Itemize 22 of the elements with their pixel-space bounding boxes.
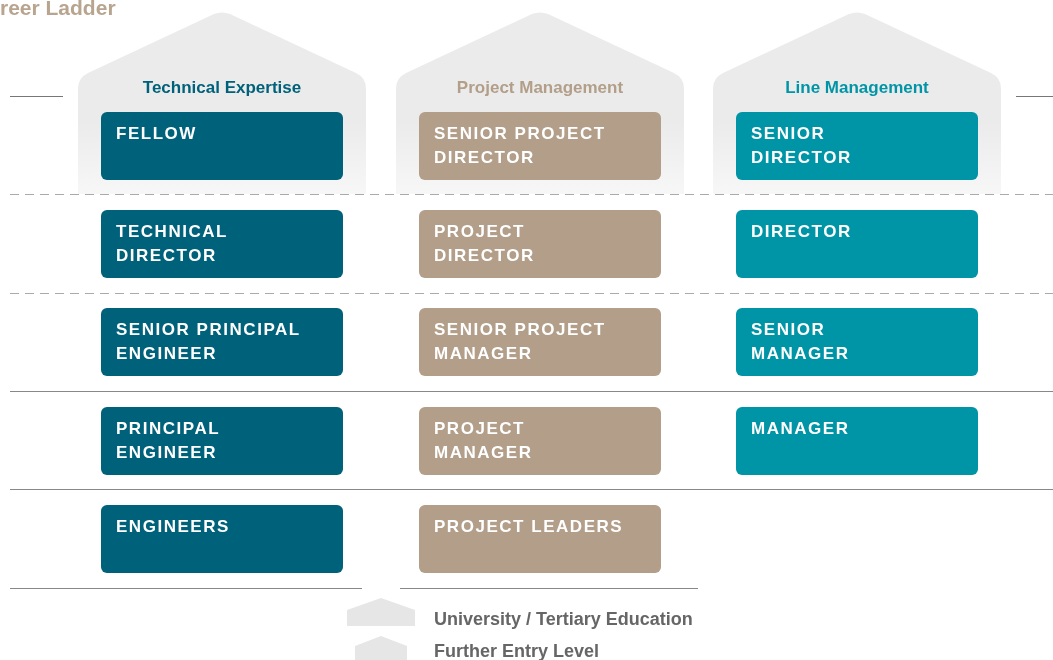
role-box: TECHNICAL DIRECTOR <box>101 210 343 278</box>
role-box: SENIOR MANAGER <box>736 308 978 376</box>
title: reer Ladder <box>0 0 116 21</box>
role-box: SENIOR DIRECTOR <box>736 112 978 180</box>
role-box: PROJECT DIRECTOR <box>419 210 661 278</box>
column-heading: Technical Expertise <box>141 77 303 99</box>
column-heading: Project Management <box>455 77 625 99</box>
role-box: DIRECTOR <box>736 210 978 278</box>
role-box: ENGINEERS <box>101 505 343 573</box>
legend-text: Further Entry Level <box>434 640 600 660</box>
role-box: SENIOR PROJECT DIRECTOR <box>419 112 661 180</box>
role-box: PROJECT MANAGER <box>419 407 661 475</box>
house-shape <box>713 12 1001 194</box>
legend-text: University / Tertiary Education <box>434 608 693 631</box>
role-box: MANAGER <box>736 407 978 475</box>
role-box: PROJECT LEADERS <box>419 505 661 573</box>
house-shape <box>396 12 684 194</box>
role-box: SENIOR PROJECT MANAGER <box>419 308 661 376</box>
column-heading: Line Management <box>784 77 930 99</box>
role-box: FELLOW <box>101 112 343 180</box>
role-box: SENIOR PRINCIPAL ENGINEER <box>101 308 343 376</box>
role-box: PRINCIPAL ENGINEER <box>101 407 343 475</box>
